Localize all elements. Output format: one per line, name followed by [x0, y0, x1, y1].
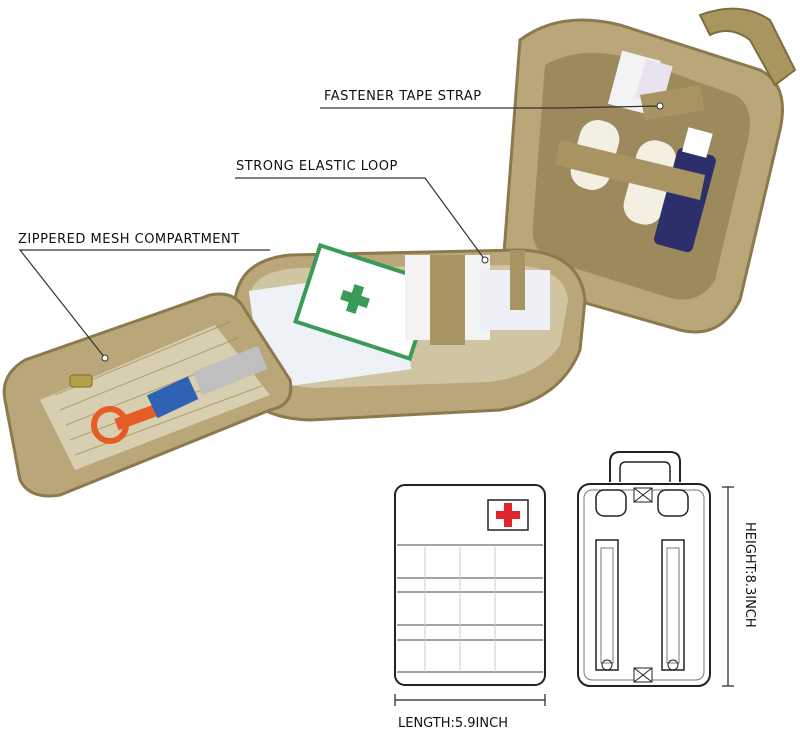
- callout-strong-elastic-loop: STRONG ELASTIC LOOP: [236, 159, 398, 174]
- length-dimension-label: LENGTH:5.9INCH: [398, 716, 508, 731]
- back-view: [577, 451, 711, 687]
- front-view: [394, 484, 546, 686]
- first-aid-pouch-illustration: [2, 7, 797, 498]
- height-dimension-label: HEIGHT:8.3INCH: [742, 522, 757, 628]
- callout-zippered-mesh-compartment: ZIPPERED MESH COMPARTMENT: [18, 232, 240, 247]
- callout-fastener-tape-strap: FASTENER TAPE STRAP: [324, 89, 482, 104]
